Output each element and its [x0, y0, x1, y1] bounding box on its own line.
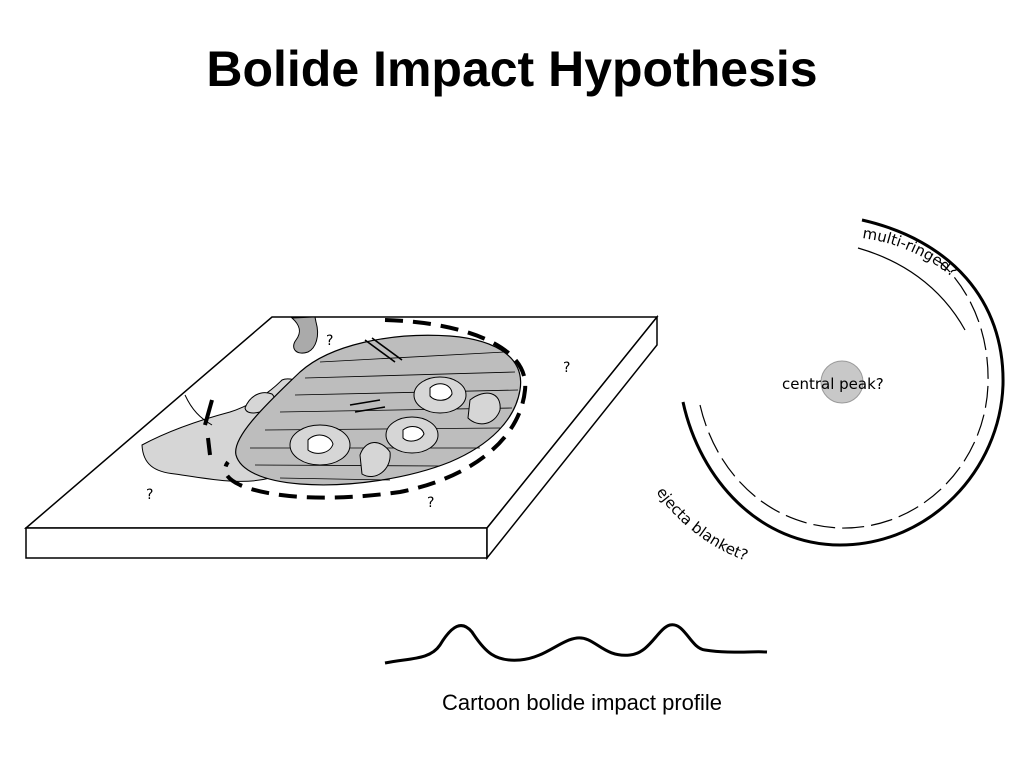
- question-mark-right: ?: [563, 360, 570, 376]
- sub-craters: [289, 376, 501, 477]
- impact-profile-line: [384, 623, 768, 665]
- ejecta-blanket-label: ejecta blanket?: [653, 484, 751, 565]
- central-peak: [820, 360, 864, 404]
- block-side-face: [486, 314, 658, 561]
- block-front-face: [25, 527, 488, 559]
- slide-title: Bolide Impact Hypothesis: [206, 41, 818, 97]
- block-diagram: [23, 314, 659, 561]
- question-mark-bottom: ?: [427, 495, 434, 511]
- crater-rim-dashed: [223, 318, 528, 500]
- outer-crater-rim: [681, 218, 1005, 547]
- crater-plan: [681, 218, 1005, 547]
- question-mark-top: ?: [326, 333, 333, 349]
- profile-caption: Cartoon bolide impact profile: [441, 690, 723, 715]
- central-peak-label: central peak?: [782, 375, 884, 393]
- ring-arc-line: [857, 247, 966, 331]
- rim-segment-lower: [206, 437, 212, 456]
- inner-ring-dashed: [699, 261, 989, 529]
- outcrop-top: [290, 316, 319, 354]
- edge-curve: [184, 394, 213, 426]
- question-mark-left: ?: [146, 487, 153, 503]
